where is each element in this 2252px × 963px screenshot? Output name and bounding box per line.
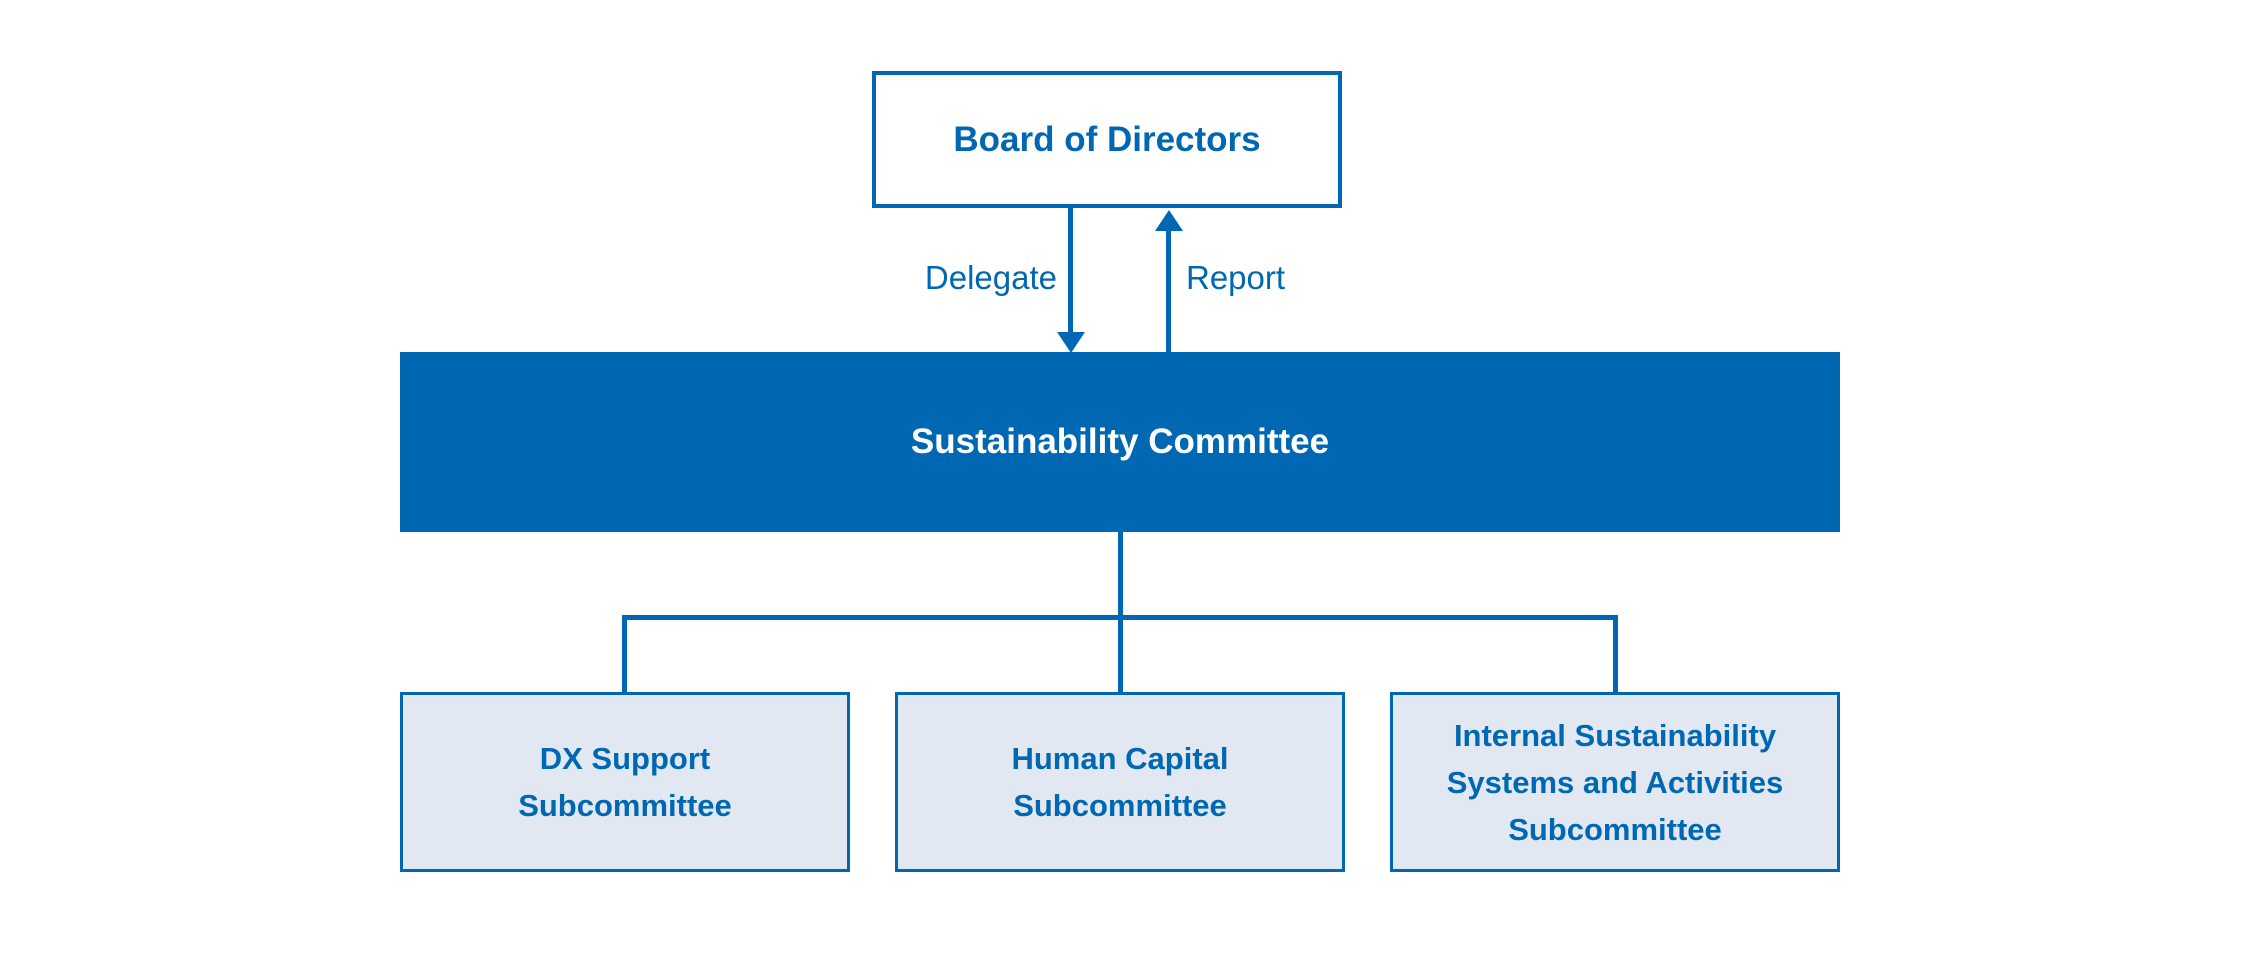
subcommittee-box-dx-support: DX Support Subcommittee	[400, 692, 850, 872]
report-arrow-line	[1166, 228, 1171, 352]
subcommittee-label: Internal Sustainability Systems and Acti…	[1446, 717, 1784, 847]
report-arrowhead-up-icon	[1155, 210, 1183, 231]
board-of-directors-box: Board of Directors	[872, 71, 1342, 208]
sustainability-committee-bar: Sustainability Committee	[400, 352, 1840, 532]
connector-drop-right	[1613, 615, 1618, 692]
subcommittee-box-human-capital: Human Capital Subcommittee	[895, 692, 1345, 872]
subcommittee-label: DX Support Subcommittee	[518, 741, 732, 823]
connector-stem-center	[1118, 532, 1123, 692]
delegate-arrow-line	[1068, 208, 1073, 335]
connector-drop-left	[622, 615, 627, 692]
delegate-edge-label: Delegate	[924, 259, 1057, 296]
sustainability-committee-label: Sustainability Committee	[910, 422, 1330, 461]
board-of-directors-label: Board of Directors	[953, 119, 1261, 159]
subcommittee-label: Human Capital Subcommittee	[1011, 741, 1229, 823]
connector-horizontal-branch	[622, 615, 1618, 620]
report-edge-label: Report	[1186, 259, 1286, 296]
subcommittee-box-internal-sustainability: Internal Sustainability Systems and Acti…	[1390, 692, 1840, 872]
delegate-arrowhead-down-icon	[1057, 332, 1085, 353]
